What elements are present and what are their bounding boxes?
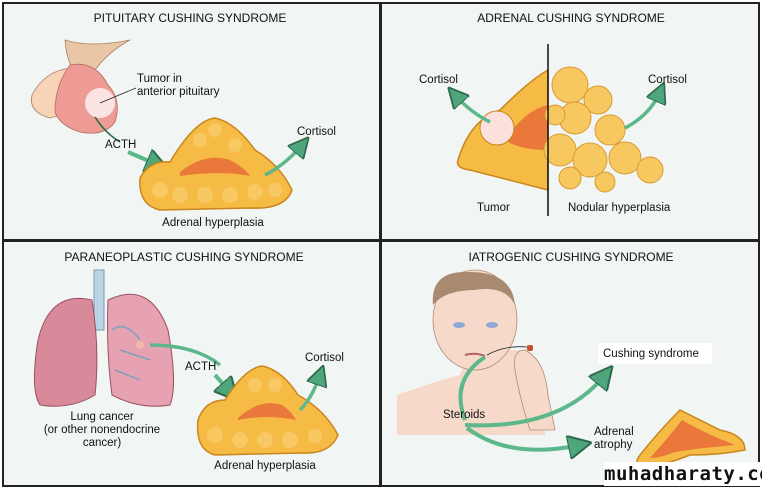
cortisol-arrow-1 [264, 145, 302, 177]
adrenal-hyperplasia-gland-2 [196, 365, 339, 456]
lung-cancer-line1: Lung cancer [70, 411, 134, 423]
pituitary-gland [31, 39, 137, 134]
adrenal-title: ADRENAL CUSHING SYNDROME [477, 11, 665, 25]
adrenal-hyperplasia-gland-1 [139, 117, 293, 211]
adrenal-atrophy-line2: atrophy [594, 439, 633, 451]
cortisol-label-3: Cortisol [305, 352, 344, 364]
adrenal-tumor [479, 110, 515, 146]
lung-cancer-line2: (or other nonendocrine [43, 424, 161, 436]
acth-arrow-2 [127, 152, 158, 165]
nodular-hyperplasia-gland [543, 66, 664, 193]
cortisol-label-right: Cortisol [648, 74, 687, 86]
adrenal-atrophy-line1: Adrenal [594, 426, 634, 438]
patient-figure [397, 269, 556, 435]
cortisol-label-1: Cortisol [297, 126, 336, 138]
cortisol-arrow-right [624, 92, 660, 130]
acth-arrow-1 [94, 116, 121, 143]
watermark: muhadharaty.com [604, 462, 762, 486]
acth-arrow-3 [149, 343, 222, 367]
cushing-arrow [464, 375, 605, 428]
atrophic-adrenal-gland [636, 409, 746, 469]
tumor-label-line2: anterior pituitary [137, 86, 220, 98]
acth-label-1: ACTH [105, 139, 137, 151]
atrophy-arrow [465, 426, 580, 450]
acth-label-2: ACTH [185, 361, 217, 373]
cortisol-label-left: Cortisol [419, 74, 458, 86]
pituitary-title: PITUITARY CUSHING SYNDROME [93, 11, 287, 25]
acth-arrow-4 [215, 373, 230, 392]
tumor-label-line1: Tumor in [137, 73, 182, 85]
cortisol-arrow-left [455, 95, 491, 124]
vertical-divider [379, 2, 382, 486]
steroid-arrow [458, 355, 487, 421]
adrenal-tumor-gland [456, 68, 549, 191]
paraneoplastic-title: PARANEOPLASTIC CUSHING SYNDROME [64, 250, 304, 264]
cortisol-arrow-3 [298, 375, 320, 412]
adrenal-hyperplasia-caption-1: Adrenal hyperplasia [162, 217, 264, 229]
cushing-syndrome-box [598, 343, 712, 364]
steroids-label: Steroids [443, 409, 486, 421]
lungs [33, 269, 175, 407]
lung-cancer-line3: cancer) [82, 437, 122, 449]
iatrogenic-title: IATROGENIC CUSHING SYNDROME [468, 250, 674, 264]
cushing-syndrome-label: Cushing syndrome [603, 348, 699, 360]
adrenal-hyperplasia-caption-2: Adrenal hyperplasia [214, 460, 316, 472]
nodular-hyperplasia-label: Nodular hyperplasia [568, 202, 671, 214]
tumor-label: Tumor [477, 202, 510, 214]
horizontal-divider [2, 239, 760, 242]
